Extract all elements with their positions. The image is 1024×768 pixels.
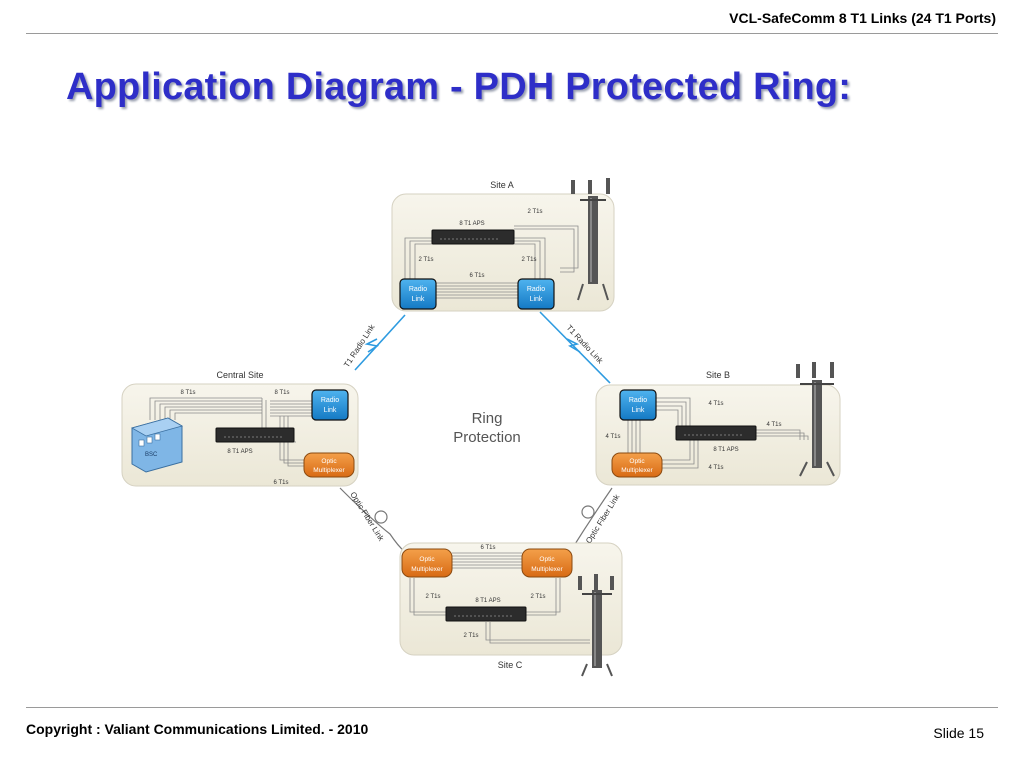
site-c-2t1-left: 2 T1s: [426, 594, 441, 600]
site-a-radio-2-text1: Radio: [527, 286, 545, 293]
footer-copyright: Copyright : Valiant Communications Limit…: [26, 721, 369, 737]
central-8t1-a: 8 T1s: [181, 390, 196, 396]
central-optic-text1: Optic: [321, 458, 337, 465]
central-radio-text1: Radio: [321, 397, 339, 404]
site-a-radio-link-2: [517, 278, 555, 310]
site-a-aps-label: 8 T1 APS: [459, 221, 484, 227]
site-b-4t1-b: 4 T1s: [767, 422, 782, 428]
site-b-optic-text1: Optic: [629, 458, 645, 465]
site-c-optic-1-text2: Multiplexer: [411, 566, 443, 573]
site-a-2t1-top: 2 T1s: [528, 209, 543, 215]
site-b: Site B 4 T1s 4 T1s 4 T1s 4 T1s 8 T1 APS …: [595, 362, 841, 486]
site-c-optic-1-text1: Optic: [419, 556, 435, 563]
site-b-radio-link: [619, 389, 657, 421]
central-aps-label: 8 T1 APS: [227, 449, 252, 455]
site-a-radio-link-1: [399, 278, 437, 310]
central-radio-link: [311, 389, 349, 421]
site-b-radio-text1: Radio: [629, 397, 647, 404]
site-b-name: Site B: [706, 370, 730, 380]
site-a-radio-1-text2: Link: [412, 296, 425, 303]
site-c-2t1-bottom: 2 T1s: [464, 633, 479, 639]
site-a-name: Site A: [490, 180, 514, 190]
site-c-optic-mux-1: [401, 548, 453, 578]
fiber-link-left: [339, 487, 406, 553]
site-a-2t1-right: 2 T1s: [522, 257, 537, 263]
site-c: Site C 6 T1s 2 T1s 2 T1s 8 T1 APS 2 T1s …: [399, 542, 623, 677]
central-optic-mux: [303, 452, 355, 478]
radio-link-right: [539, 311, 611, 384]
site-c-aps-label: 8 T1 APS: [475, 598, 500, 604]
site-c-optic-mux-2: [521, 548, 573, 578]
site-a-tower-icon: [571, 178, 610, 301]
central-6t1: 6 T1s: [274, 480, 289, 486]
site-b-4t1-d: 4 T1s: [709, 465, 724, 471]
slide-number: Slide 15: [933, 725, 984, 741]
site-b-optic-text2: Multiplexer: [621, 467, 653, 474]
site-b-aps-label: 8 T1 APS: [713, 447, 738, 453]
site-a-6t1: 6 T1s: [470, 273, 485, 279]
site-a-radio-2-text2: Link: [530, 296, 543, 303]
radio-link-right-label: T1 Radio Link: [565, 323, 606, 366]
ring-label-line1: Ring: [472, 410, 503, 427]
ring-label-line2: Protection: [453, 429, 521, 446]
site-a-radio-1-text1: Radio: [409, 286, 427, 293]
central-radio-text2: Link: [324, 407, 337, 414]
site-c-name: Site C: [498, 660, 523, 670]
header-divider: [26, 33, 998, 34]
site-c-2t1-right: 2 T1s: [531, 594, 546, 600]
site-c-tower-icon: [578, 574, 614, 677]
site-c-6t1: 6 T1s: [481, 545, 496, 551]
site-b-4t1-c: 4 T1s: [606, 434, 621, 440]
site-c-optic-2-text1: Optic: [539, 556, 555, 563]
bsc-icon: [130, 417, 184, 473]
bsc-label: BSC: [145, 452, 158, 458]
central-optic-text2: Multiplexer: [313, 467, 345, 474]
footer-divider: [26, 707, 998, 708]
radio-link-left: [354, 314, 406, 371]
central-site-name: Central Site: [216, 370, 263, 380]
site-b-tower-icon: [796, 362, 835, 477]
central-site: Central Site 8 T1s 8 T1s 8 T1 APS 6 T1s …: [121, 370, 359, 487]
central-8t1-b: 8 T1s: [275, 390, 290, 396]
site-b-radio-text2: Link: [632, 407, 645, 414]
site-c-optic-2-text2: Multiplexer: [531, 566, 563, 573]
page-title: Application Diagram - PDH Protected Ring…: [66, 66, 852, 108]
site-b-optic-mux: [611, 452, 663, 478]
fiber-link-right-label: Optic Fiber Link: [584, 492, 622, 545]
site-b-4t1-a: 4 T1s: [709, 401, 724, 407]
site-a: Site A 8 T1 APS 2 T1s 2 T1s 2 T1s 6 T1s …: [391, 178, 615, 312]
header-title: VCL-SafeComm 8 T1 Links (24 T1 Ports): [729, 10, 996, 26]
site-a-2t1-left: 2 T1s: [419, 257, 434, 263]
